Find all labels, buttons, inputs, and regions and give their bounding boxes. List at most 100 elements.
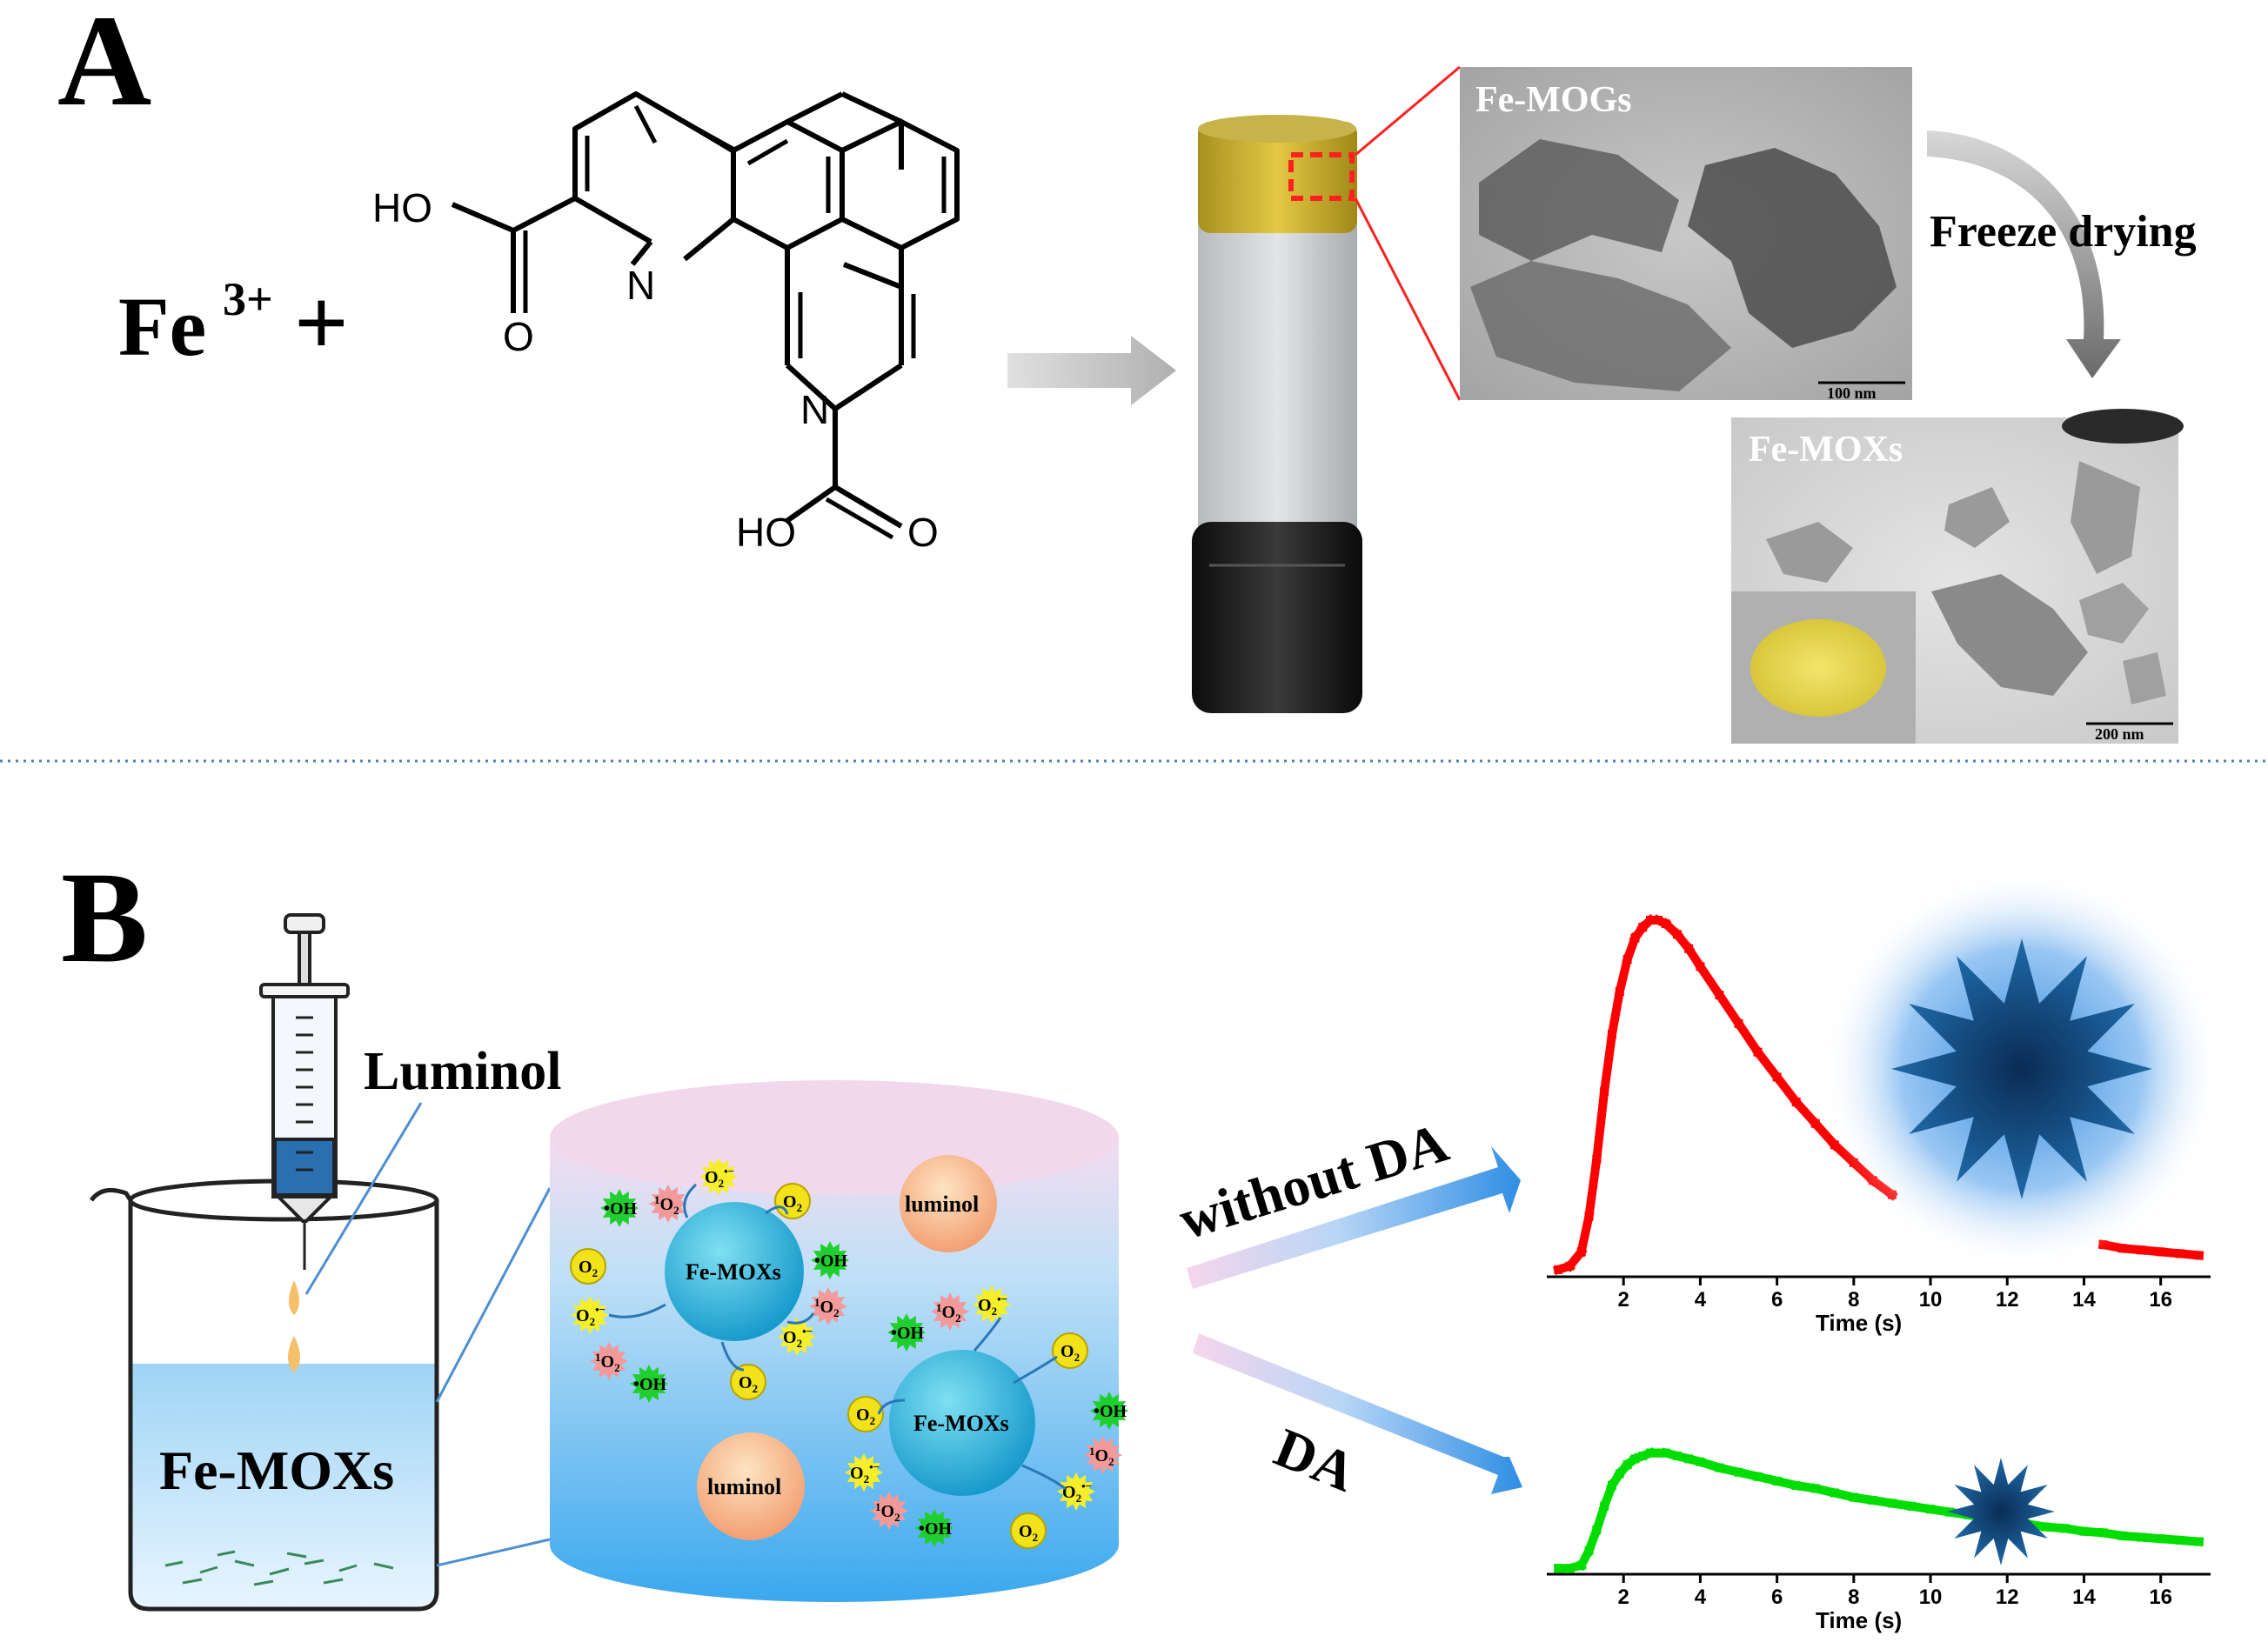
ros-superoxide: O2•− [973, 1285, 1011, 1324]
atom-ho-bottom: HO [736, 510, 796, 555]
tem-image-fe-mogs: Fe-MOGs 100 nm [1460, 67, 1912, 402]
ligand-structure [451, 91, 960, 540]
luminol-sphere-2: luminol [697, 1432, 805, 1540]
luminol-label: Luminol [364, 1042, 561, 1101]
x-tick-label: 8 [1848, 1586, 1859, 1609]
reaction-arc [973, 1317, 1002, 1352]
reaction-arc [683, 1183, 698, 1218]
ros-label: O2 [1060, 1342, 1080, 1364]
atom-n2: N [800, 387, 829, 432]
luminol-sphere-1: luminol [900, 1155, 997, 1252]
ros-singlet: 1O2 [1084, 1436, 1122, 1474]
ros-label: 1O2 [1089, 1445, 1114, 1468]
ros-label: O2 [1019, 1522, 1038, 1544]
core-label: Fe-MOXs [913, 1411, 1009, 1436]
reaction-arc [1021, 1464, 1067, 1491]
reactant-fe3: Fe 3+ + [118, 270, 349, 376]
reaction-arc [786, 1312, 815, 1325]
ros-oh: •OH [811, 1241, 849, 1279]
ros-label: 1O2 [595, 1351, 620, 1374]
syringe [259, 913, 350, 1270]
luminol-pointer [304, 1102, 423, 1295]
x-axis-label: Time (s) [1816, 1310, 1902, 1336]
series-segment [1591, 1086, 1609, 1165]
ros-label: •OH [919, 1519, 953, 1539]
reaction-arc [765, 1205, 789, 1215]
reaction-arc [720, 1341, 745, 1372]
ros-o2: O2 [1010, 1512, 1047, 1549]
ros-o2: O2 [570, 1248, 606, 1285]
fe-moxs-core-1: Fe-MOXs [665, 1202, 804, 1341]
fe-charge: 3+ [223, 273, 273, 325]
ros-oh: •OH [600, 1189, 639, 1227]
series-segment [1614, 954, 1633, 998]
x-tick-label: 4 [1695, 1586, 1707, 1609]
ros-singlet: 1O2 [931, 1292, 969, 1331]
ros-label: O2 [783, 1192, 802, 1214]
ros-label: •OH [891, 1324, 925, 1343]
zoom-line-top [435, 1187, 552, 1403]
x-tick-label: 16 [2149, 1586, 2172, 1609]
ros-oh: •OH [1090, 1392, 1128, 1430]
tem-bottom-scale: 200 nm [2095, 725, 2144, 743]
x-axis-label: Time (s) [1816, 1607, 1902, 1633]
freeze-drying-label: Freeze drying [1930, 207, 2197, 257]
arrow-da [1193, 1333, 1522, 1494]
ros-o2: O2 [730, 1364, 766, 1400]
fe-moxs-core-2: Fe-MOXs [889, 1350, 1035, 1496]
ros-label: O2 [579, 1258, 598, 1279]
ros-o2: O2 [1052, 1332, 1088, 1369]
tem-bottom-label: Fe-MOXs [1749, 430, 1903, 470]
x-tick-label: 12 [1996, 1288, 2019, 1312]
reaction-arc [608, 1303, 666, 1319]
x-tick-label: 2 [1618, 1586, 1629, 1609]
x-tick-label: 8 [1848, 1288, 1859, 1312]
arrow-without-da [1187, 1146, 1521, 1289]
atom-o-bottom: O [907, 510, 939, 555]
panel-a-letter: A [57, 0, 151, 133]
x-tick-label: 10 [1919, 1288, 1943, 1312]
ros-superoxide: O2•− [699, 1158, 738, 1196]
ros-o2: O2 [847, 1396, 884, 1432]
tem-top-label: Fe-MOGs [1475, 80, 1632, 120]
x-tick-label: 14 [2072, 1586, 2096, 1609]
zoom-line-bottom [436, 1538, 551, 1567]
tem-image-fe-moxs: Fe-MOXs 200 nm [1731, 409, 2184, 744]
ros-superoxide: O2•− [571, 1296, 609, 1334]
gel-vial [1192, 65, 1462, 713]
x-tick-label: 10 [1919, 1586, 1943, 1609]
ros-label: •OH [1094, 1402, 1127, 1421]
x-tick-label: 14 [2072, 1288, 2096, 1312]
x-tick-label: 4 [1695, 1288, 1707, 1312]
data-point [2194, 1251, 2204, 1260]
tem-top-scale: 100 nm [1827, 384, 1877, 402]
reaction-arrow [1007, 336, 1176, 405]
ros-label: O2•− [576, 1303, 605, 1328]
x-tick-label: 16 [2149, 1288, 2172, 1312]
series-segment [1732, 1017, 1764, 1058]
ros-superoxide: O2•− [778, 1318, 816, 1356]
freeze-drying-arrow [1927, 130, 2121, 378]
plus-sign: + [294, 270, 349, 376]
ros-label: O2•− [850, 1460, 880, 1485]
beaker-label: Fe-MOXs [159, 1439, 394, 1501]
ros-label: O2 [739, 1373, 758, 1395]
ros-o2: O2 [774, 1183, 811, 1219]
atom-o-top: O [503, 314, 534, 359]
ros-label: •OH [633, 1375, 667, 1394]
series-segment [1694, 960, 1726, 1002]
ros-singlet: 1O2 [870, 1492, 908, 1530]
x-tick-label: 6 [1771, 1288, 1783, 1312]
reaction-arc [877, 1399, 906, 1415]
series-segment [1583, 1154, 1602, 1221]
ros-label: O2•− [705, 1165, 734, 1190]
emission-star-small [1947, 1458, 2055, 1566]
ros-label: •OH [604, 1199, 638, 1218]
atom-n1: N [626, 263, 655, 308]
x-tick-label: 12 [1996, 1586, 2019, 1609]
ros-oh: •OH [887, 1313, 926, 1352]
panel-b-letter: B [61, 845, 148, 990]
